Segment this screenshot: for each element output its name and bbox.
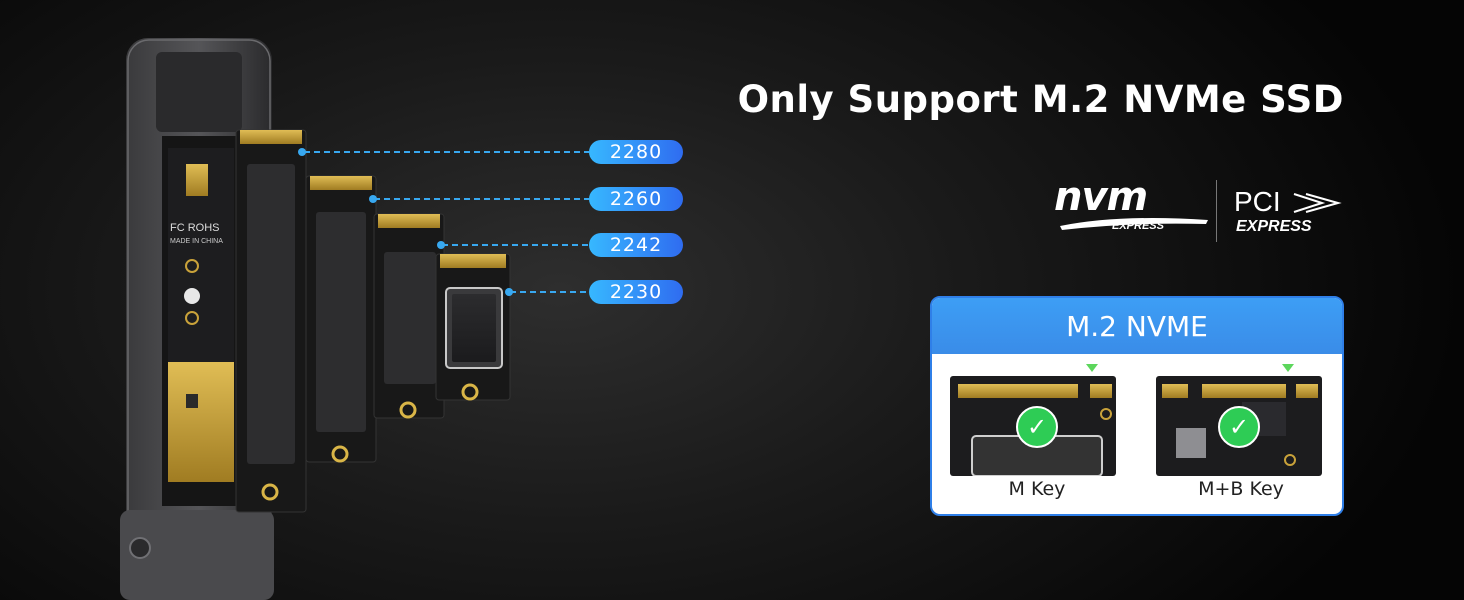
size-label-2260: 2260 <box>589 187 683 211</box>
ssd-2242 <box>373 213 445 419</box>
ssd-2280 <box>235 129 307 513</box>
mb-key-check-icon: ✓ <box>1218 406 1260 448</box>
nvm-express-logo-word: nvm <box>1054 174 1148 220</box>
nvm-express-swoosh-icon <box>1060 218 1208 230</box>
logo-divider <box>1216 180 1217 242</box>
notch-indicator-icon <box>1282 364 1294 372</box>
card-title: M.2 NVME <box>932 298 1342 354</box>
nvm-express-logo-sub: EXPRESS <box>1112 220 1164 232</box>
pci-express-logo-word: PCI <box>1234 186 1281 217</box>
notch-indicator-icon <box>1086 364 1098 372</box>
size-label-2280: 2280 <box>589 140 683 164</box>
size-leader-lines <box>304 151 589 293</box>
ssd-2260 <box>305 175 377 463</box>
key-compatibility-card: M.2 NVME ✓ M Key <box>930 296 1344 516</box>
pci-express-chevron-icon <box>1293 193 1342 213</box>
standards-logos: nvm EXPRESS PCI EXPRESS <box>1040 174 1350 244</box>
size-label-2242: 2242 <box>589 233 683 257</box>
page-title: Only Support M.2 NVMe SSD <box>737 78 1344 121</box>
m-key-caption: M Key <box>1008 478 1066 500</box>
m-key-check-icon: ✓ <box>1016 406 1058 448</box>
size-label-2230: 2230 <box>589 280 683 304</box>
enclosure-print-compliance: FC ROHS <box>170 222 220 234</box>
enclosure-print-origin: MADE IN CHINA <box>170 238 223 245</box>
pci-express-logo-sub: EXPRESS <box>1236 218 1312 235</box>
ssd-2230 <box>435 253 511 401</box>
mb-key-caption: M+B Key <box>1198 478 1284 500</box>
size-leader-dots <box>298 148 513 296</box>
